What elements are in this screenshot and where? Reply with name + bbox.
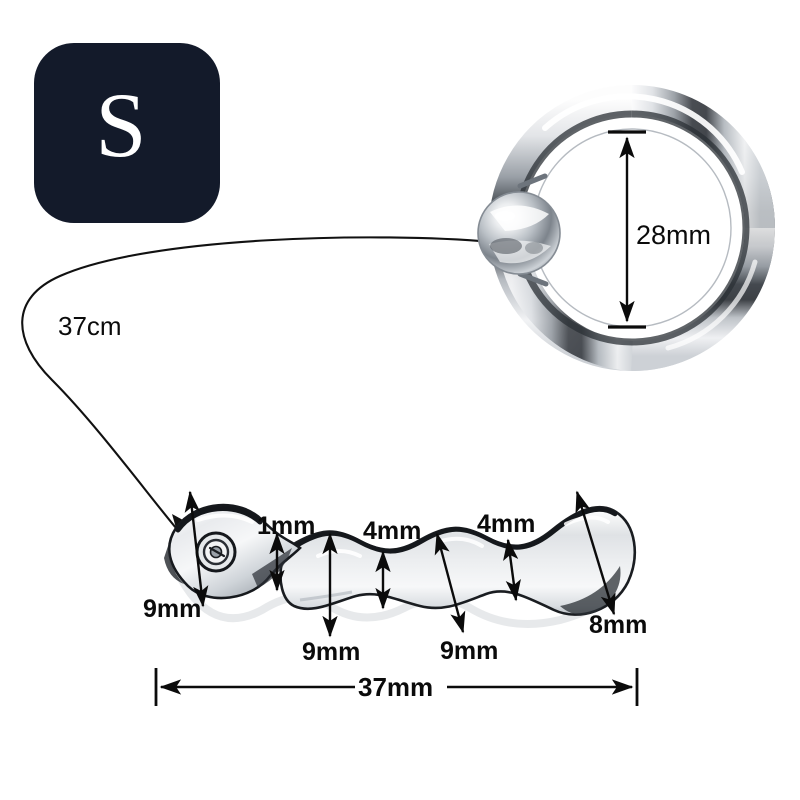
waist-two-label: 4mm <box>477 510 536 538</box>
total-length-dimension <box>154 668 639 706</box>
captive-bead <box>477 191 561 275</box>
head-diameter-label: 9mm <box>143 595 202 623</box>
waist-two-dimension <box>503 538 521 602</box>
glans-ring <box>477 85 782 371</box>
total-length-label: 37mm <box>358 672 434 702</box>
size-badge: S <box>34 43 220 223</box>
size-badge-letter: S <box>95 74 147 176</box>
bead-two-dimension <box>434 532 466 634</box>
waist-one-label: 4mm <box>363 517 422 545</box>
tip-bulb-label: 8mm <box>589 611 648 639</box>
curve-length-label: 37cm <box>58 311 122 341</box>
tip-bulb-dimension <box>575 490 616 616</box>
bead-one-label: 9mm <box>302 638 361 666</box>
ring-diameter-dimension <box>608 130 646 329</box>
curve-length-leader <box>21 236 494 530</box>
head-diameter-dimension <box>184 490 209 608</box>
ring-diameter-label: 28mm <box>636 220 712 250</box>
neck-width-label: 1mm <box>257 512 316 540</box>
bead-two-label: 9mm <box>440 637 499 665</box>
